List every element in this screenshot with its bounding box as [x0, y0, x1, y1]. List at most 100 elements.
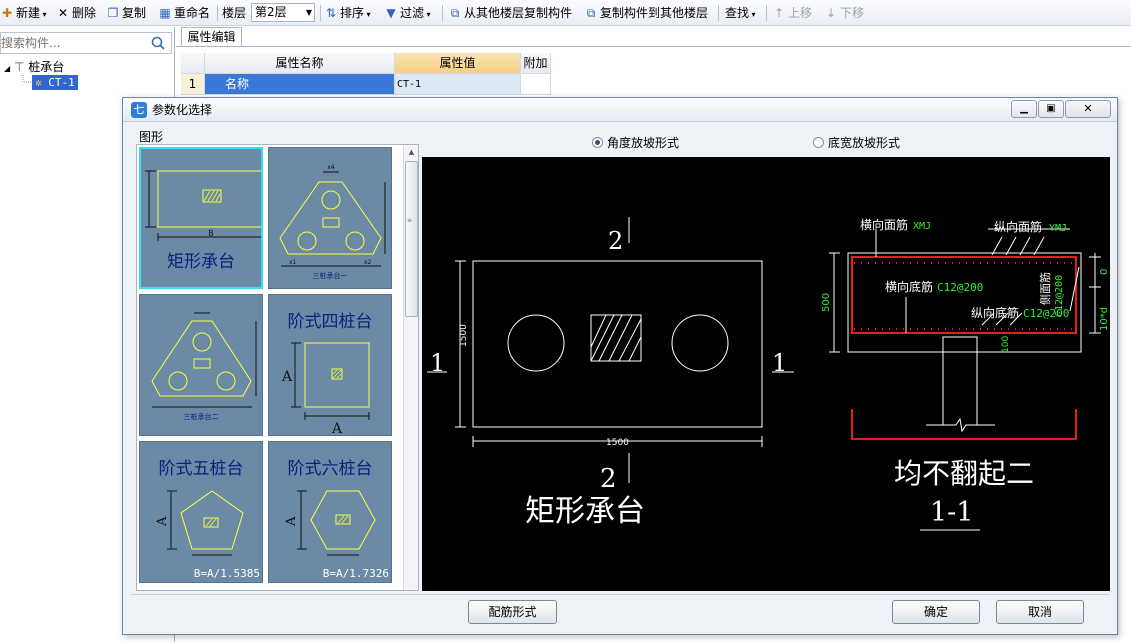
pile-cap-icon: ⊤ — [13, 60, 25, 74]
three-pile-cap-2-graphic — [151, 312, 257, 408]
dim-right-zero-text: 0 — [1099, 269, 1110, 275]
svg-text:B: B — [208, 229, 214, 238]
thumbnail-scrollbar[interactable]: ▲ ≡ — [403, 145, 418, 590]
extra-checkbox-cell[interactable] — [521, 74, 551, 95]
value-bottom-cross: C12@200 — [937, 281, 983, 294]
value-side: C12@200 — [1054, 275, 1065, 317]
svg-text:x2: x2 — [364, 259, 372, 266]
stepped-six-pile-graphic: A — [284, 490, 376, 556]
radio-width-slope[interactable]: 底宽放坡形式 — [813, 136, 900, 150]
tree-item-ct1[interactable]: ✲ CT-1 — [32, 75, 78, 90]
thumb-formula: B=A/1.5385 — [193, 567, 260, 580]
close-button[interactable]: ✕ — [1065, 100, 1111, 118]
code-top-long: YMJ — [1049, 223, 1067, 234]
chevron-down-icon: ▼ — [305, 8, 312, 17]
floor-select[interactable]: 第2层 ▼ — [251, 3, 315, 22]
column-break-line — [926, 417, 995, 433]
label-top-cross: 横向面筋 — [860, 217, 908, 232]
header-property-name: 属性名称 — [205, 53, 395, 74]
ok-button[interactable]: 确定 — [892, 600, 980, 624]
copy-from-other-floor-button[interactable]: ⧉从其他楼层复制构件 — [448, 4, 572, 22]
thumb-stepped-five-pile-cap[interactable]: 阶式五桩台 A B=A/1.5385 — [139, 441, 263, 583]
copy-to-floor-icon: ⧉ — [586, 6, 596, 20]
thumb-three-pile-cap-1[interactable]: x4 x1 x2 三桩承台一 — [268, 147, 392, 289]
copy-to-other-floor-button[interactable]: ⧉复制构件到其他楼层 — [584, 4, 708, 22]
app-icon: 七 — [131, 102, 147, 118]
dialog-titlebar[interactable]: 七 参数化选择 ▁ ▣ ✕ — [123, 98, 1117, 122]
thumb-rectangular-cap[interactable]: B 矩形承台 — [139, 147, 263, 289]
thumb-stepped-four-pile-cap[interactable]: 阶式四桩台 A A — [268, 294, 392, 436]
copy-icon: ❐ — [107, 6, 119, 20]
rename-button[interactable]: ▦重命名 — [159, 6, 211, 20]
drawing-canvas[interactable]: 2 2 1 1 1500 1500 矩形承台 — [422, 157, 1110, 591]
new-button[interactable]: ✚新建 ▾ — [1, 6, 47, 20]
pile-circle-left — [507, 314, 565, 372]
thumb-sublabel: 三桩承台二 — [183, 413, 219, 421]
property-name-cell[interactable]: 名称 — [205, 74, 395, 95]
plan-dim-width-text: 1500 — [606, 438, 629, 448]
sort-icon: ⇅ — [325, 6, 337, 20]
section-rebar-box — [851, 256, 1077, 334]
section-mark-2-bottom: 2 — [600, 464, 617, 494]
find-button[interactable]: 查找 ▾ — [725, 6, 756, 20]
section-outline — [847, 252, 1082, 353]
rebar-form-button[interactable]: 配筋形式 — [468, 600, 557, 624]
search-box — [0, 32, 172, 54]
label-bottom-long: 纵向底筋 — [971, 305, 1019, 320]
property-value-cell[interactable]: CT-1 — [395, 74, 521, 95]
tab-property-edit[interactable]: 属性编辑 — [181, 27, 242, 47]
filter-button[interactable]: ▼过滤 ▾ — [384, 4, 430, 22]
scrollbar-thumb[interactable] — [405, 161, 418, 317]
collapse-icon[interactable]: ◢ — [4, 64, 11, 73]
radio-angle-slope[interactable]: 角度放坡形式 — [592, 136, 679, 150]
radio-dot-icon — [592, 137, 603, 148]
radio-dot-icon — [813, 137, 824, 148]
rect-cap-thumb-graphic: B — [145, 170, 261, 241]
section-mark-2-top: 2 — [608, 227, 623, 255]
move-down-button[interactable]: ↓下移 — [825, 6, 865, 20]
thumb-stepped-six-pile-cap[interactable]: 阶式六桩台 A B=A/1.7326 — [268, 441, 392, 583]
thumb-title: 矩形承台 — [167, 252, 235, 272]
svg-text:x4: x4 — [327, 164, 335, 171]
move-up-button[interactable]: ↑上移 — [773, 6, 813, 20]
thumb-title: 阶式五桩台 — [158, 459, 244, 479]
search-icon[interactable] — [150, 35, 166, 51]
delete-icon: ✕ — [57, 6, 69, 20]
section-mark-1-left: 1 — [430, 349, 445, 377]
thumb-sublabel: 三桩承台一 — [312, 272, 348, 280]
column-hatch-box — [590, 314, 642, 362]
thumb-title: 阶式六桩台 — [287, 459, 373, 479]
header-property-value: 属性值 — [395, 53, 521, 74]
dim-bottom-text: 100 — [1001, 336, 1011, 353]
main-toolbar: ✚新建 ▾ ✕删除 ❐复制 ▦重命名 楼层 第2层 ▼ ⇅排序 ▾ ▼过滤 ▾ … — [0, 0, 1131, 26]
minimize-button[interactable]: ▁ — [1011, 100, 1037, 118]
section-view — [829, 228, 1101, 440]
svg-text:A: A — [281, 369, 293, 385]
plan-view — [427, 217, 794, 483]
stepped-five-pile-graphic: A — [155, 490, 244, 556]
sort-button[interactable]: ⇅排序 ▾ — [325, 6, 371, 20]
bottom-bracket — [851, 409, 1077, 440]
drawing-svg: 2 2 1 1 1500 1500 矩形承台 — [427, 217, 1110, 531]
parametric-selection-dialog: 七 参数化选择 ▁ ▣ ✕ 图形 B 矩形承台 — [122, 97, 1118, 635]
plan-caption: 矩形承台 — [525, 494, 645, 529]
close-icon: ✕ — [1083, 102, 1093, 115]
dim-right-10d-text: 10*d — [1099, 307, 1110, 331]
search-input[interactable] — [1, 33, 141, 53]
section-caption: 均不翻起二 — [894, 457, 1034, 490]
toolbar-separator — [718, 5, 719, 21]
maximize-icon: ▣ — [1046, 103, 1056, 114]
value-bottom-long: C12@200 — [1023, 307, 1069, 320]
tree-connector — [22, 75, 32, 83]
toolbar-separator — [442, 5, 443, 21]
tree-root-pile-cap[interactable]: ◢ ⊤ 桩承台 — [4, 60, 65, 74]
dialog-button-separator — [131, 594, 1109, 595]
tab-underline — [176, 46, 1131, 47]
delete-button[interactable]: ✕删除 — [57, 6, 97, 20]
label-bottom-cross: 横向底筋 — [885, 279, 933, 294]
cancel-button[interactable]: 取消 — [996, 600, 1084, 624]
thumb-three-pile-cap-2[interactable]: 三桩承台二 — [139, 294, 263, 436]
copy-button[interactable]: ❐复制 — [107, 6, 147, 20]
maximize-button[interactable]: ▣ — [1038, 100, 1064, 118]
scroll-up-arrow-icon[interactable]: ▲ — [408, 148, 415, 156]
